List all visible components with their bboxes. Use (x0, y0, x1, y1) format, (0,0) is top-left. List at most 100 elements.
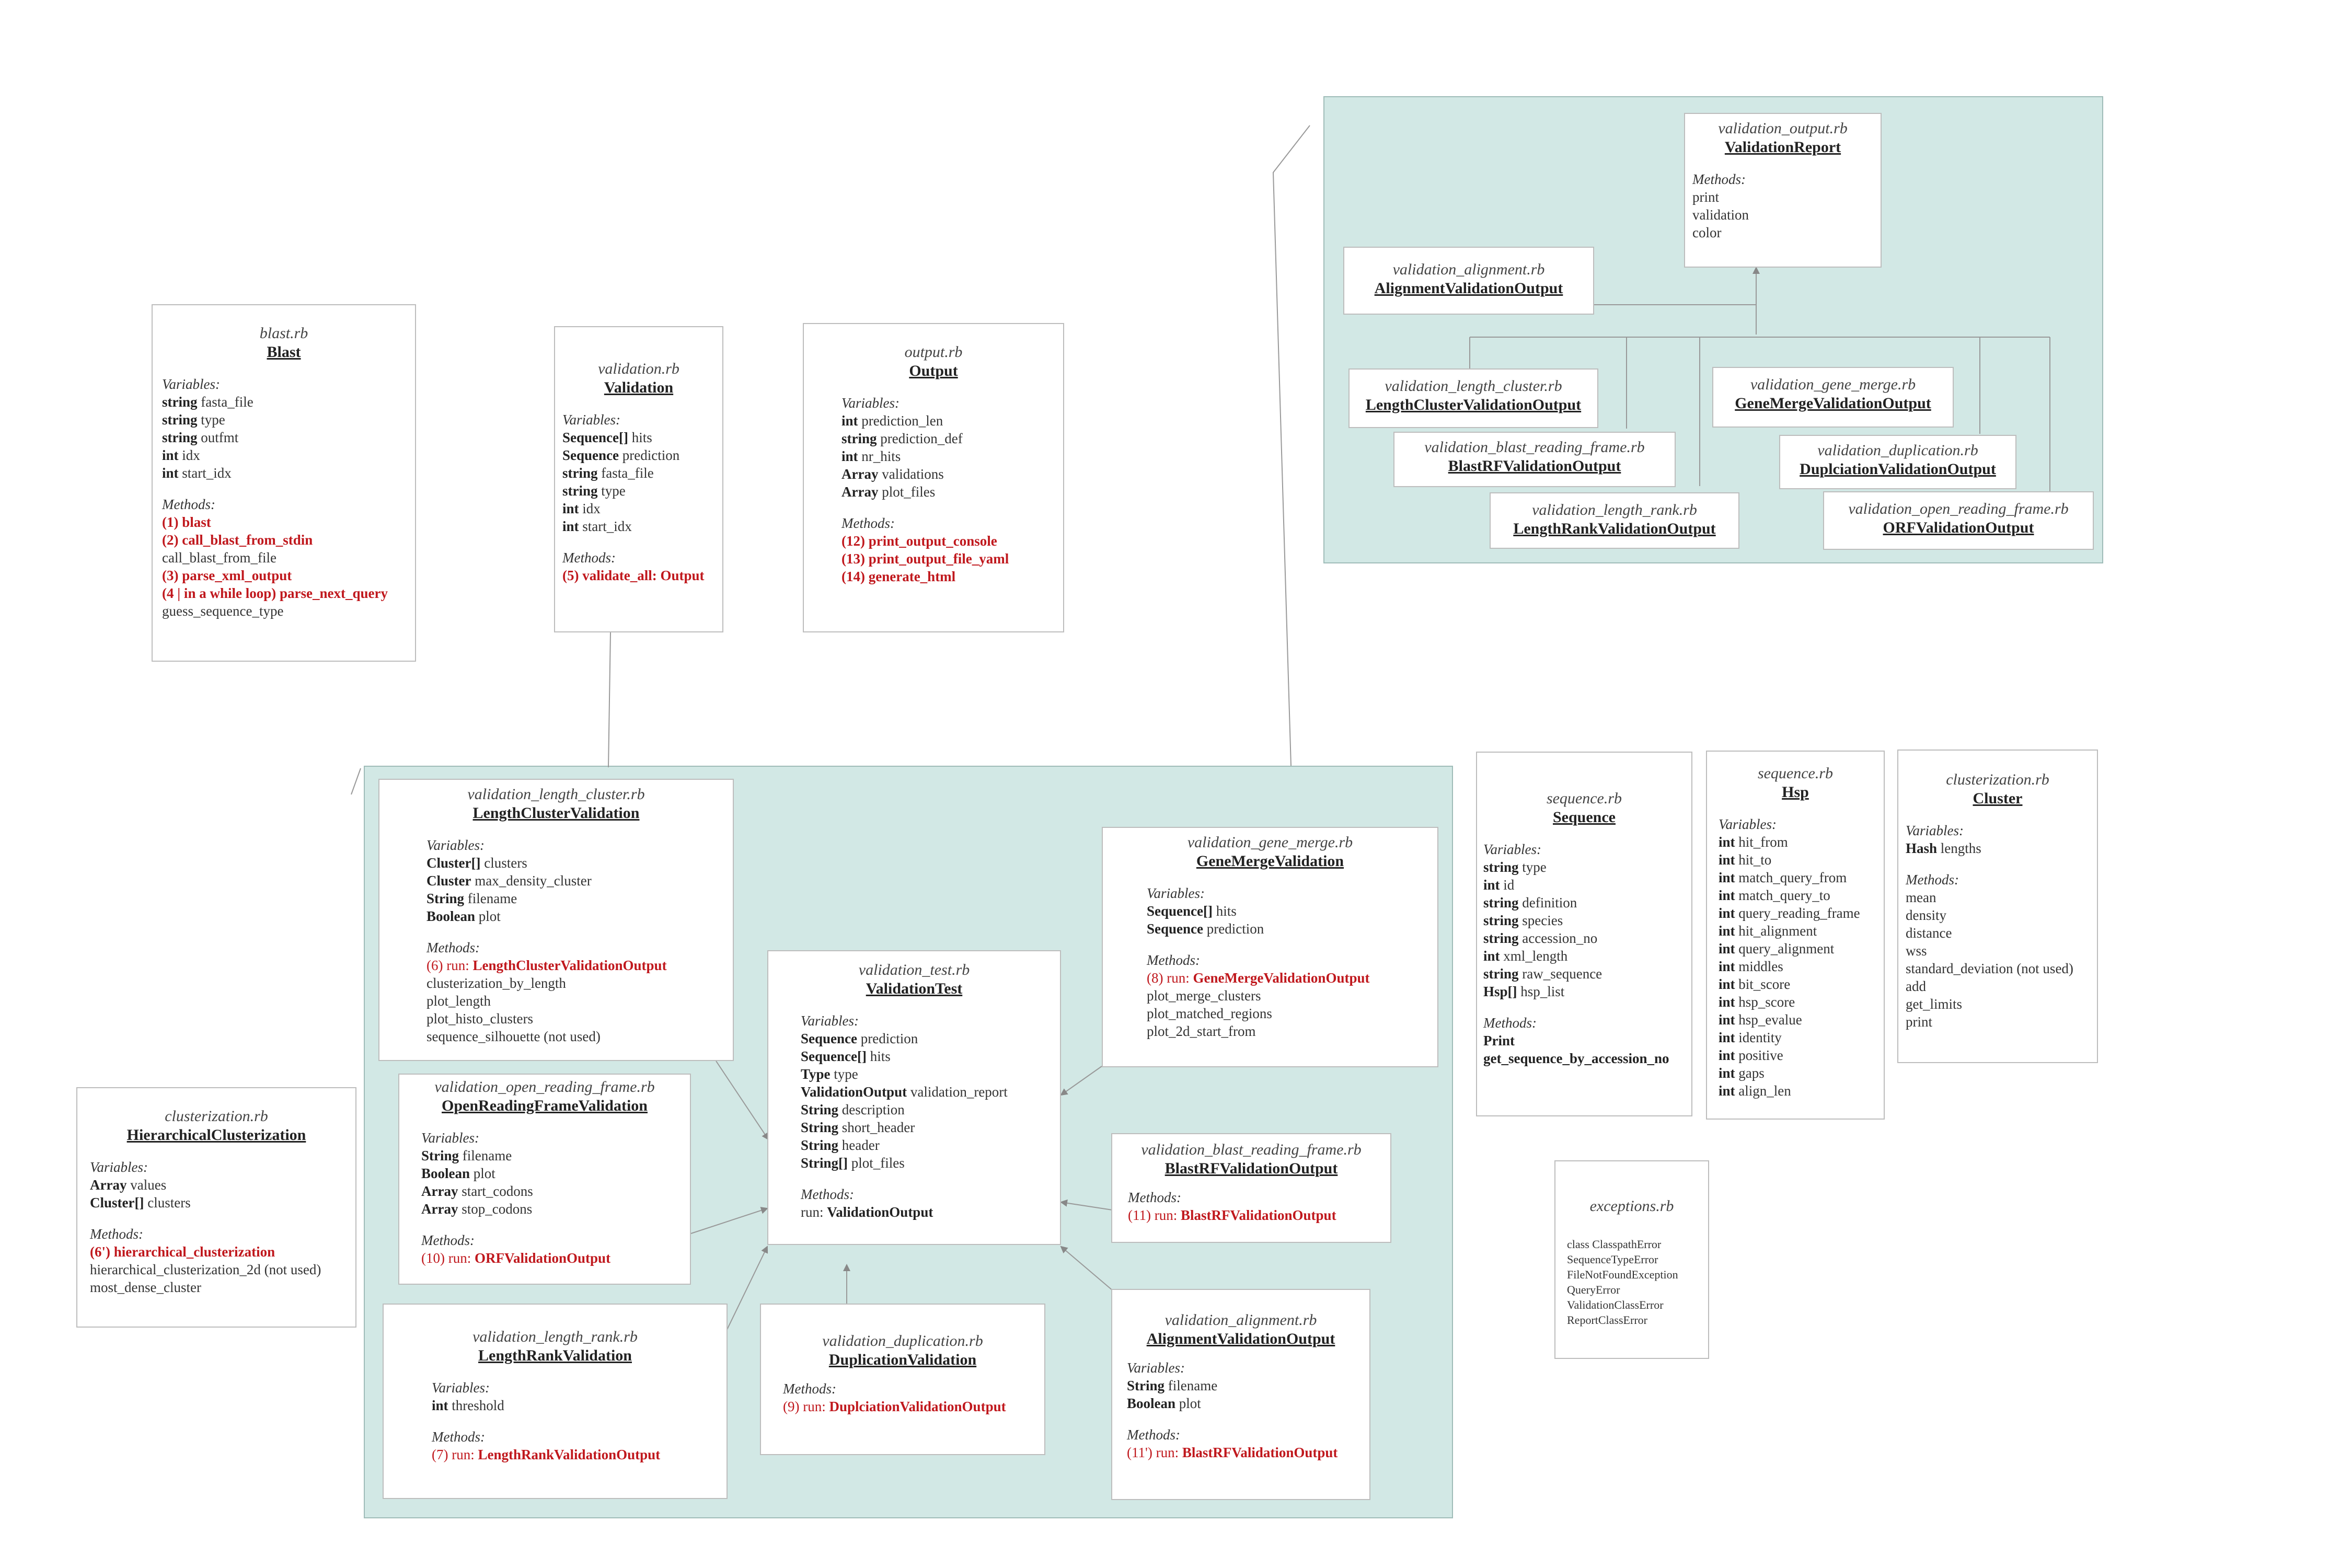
variables-label: Variables: (432, 1380, 490, 1396)
connector-output-region (1272, 125, 1310, 766)
variable-item: string definition (1483, 895, 1577, 910)
class-blast-rf-validation: validation_blast_reading_frame.rb BlastR… (1111, 1133, 1391, 1243)
variables-label: Variables: (1906, 823, 1964, 838)
method-item: clusterization_by_length (426, 975, 566, 991)
class-name: AlignmentValidationOutput (1146, 1330, 1335, 1347)
class-output: output.rb Output Variables: int predicti… (803, 323, 1064, 632)
variable-item: String short_header (801, 1120, 915, 1135)
file-name: validation_length_cluster.rb (1385, 377, 1562, 395)
variables-label: Variables: (562, 412, 620, 428)
file-name: clusterization.rb (165, 1108, 268, 1125)
variable-item: Cluster[] clusters (90, 1195, 191, 1210)
class-name: ValidationReport (1724, 139, 1841, 156)
class-length-rank-validation: validation_length_rank.rb LengthRankVali… (383, 1304, 728, 1499)
method-item: (2) call_blast_from_stdin (162, 532, 313, 548)
file-name: validation_open_reading_frame.rb (1848, 500, 2069, 517)
method-item: (6') hierarchical_clusterization (90, 1244, 275, 1260)
method-item: (3) parse_xml_output (162, 568, 292, 583)
file-name: output.rb (904, 343, 963, 361)
file-name: sequence.rb (1757, 765, 1834, 782)
file-name: exceptions.rb (1589, 1197, 1674, 1215)
method-item: (14) generate_html (841, 569, 956, 584)
variable-item: Array plot_files (841, 484, 936, 500)
file-name: validation_length_rank.rb (1532, 501, 1697, 518)
variables-label: Variables: (421, 1130, 479, 1146)
file-name: validation_alignment.rb (1392, 261, 1545, 278)
arrow-gene-merge (1060, 1066, 1102, 1096)
run-method: (8) run: GeneMergeValidationOutput (1147, 970, 1370, 986)
variable-item: Array stop_codons (421, 1201, 533, 1217)
class-length-cluster-validation-output: validation_length_cluster.rb LengthClust… (1348, 368, 1598, 428)
method-item: most_dense_cluster (90, 1279, 201, 1295)
variable-item: int prediction_len (841, 413, 943, 429)
exception-item: ReportClassError (1567, 1313, 1647, 1327)
variable-item: int xml_length (1483, 948, 1568, 964)
variable-item: String[] plot_files (801, 1155, 905, 1171)
class-alignment-validation-output: validation_alignment.rb AlignmentValidat… (1343, 247, 1594, 315)
variable-item: int threshold (432, 1398, 504, 1413)
exception-item: class ClasspathError (1567, 1238, 1662, 1251)
arrow-length-cluster (716, 1060, 769, 1140)
variable-item: Sequence prediction (801, 1031, 918, 1046)
class-name: DuplicationValidation (828, 1351, 977, 1368)
methods-label: Methods: (1692, 171, 1746, 187)
variable-item: int hit_alignment (1719, 923, 1817, 939)
methods-label: Methods: (841, 515, 895, 531)
run-method: run: ValidationOutput (801, 1204, 933, 1220)
variables-label: Variables: (1127, 1360, 1185, 1376)
class-validation: validation.rb Validation Variables: Sequ… (554, 326, 723, 632)
file-name: sequence.rb (1546, 790, 1622, 807)
class-name: GeneMergeValidation (1196, 852, 1344, 870)
variable-item: int nr_hits (841, 448, 901, 464)
run-method: (7) run: LengthRankValidationOutput (432, 1447, 661, 1462)
variable-item: int identity (1719, 1030, 1782, 1045)
file-name: validation_length_cluster.rb (467, 786, 645, 803)
connector-left-tick (351, 768, 361, 795)
method-item: (1) blast (162, 514, 211, 530)
methods-list: (5) validate_all: Output (562, 567, 715, 584)
class-name: Output (909, 362, 958, 379)
class-name: Hsp (1782, 783, 1809, 801)
method-item: call_blast_from_file (162, 550, 276, 566)
variables-list: int threshold (432, 1397, 719, 1414)
variables-label: Variables: (841, 395, 900, 411)
variables-label: Variables: (426, 837, 485, 853)
variable-item: Sequence prediction (562, 447, 680, 463)
methods-label: Methods: (162, 497, 215, 512)
file-name: validation_open_reading_frame.rb (434, 1078, 655, 1096)
file-name: blast.rb (259, 325, 308, 342)
variable-item: Sequence prediction (1147, 921, 1264, 937)
variable-item: Array values (90, 1177, 167, 1193)
variable-item: Boolean plot (421, 1166, 495, 1181)
variable-item: int middles (1719, 959, 1783, 974)
methods-label: Methods: (801, 1186, 854, 1202)
class-gene-merge-validation-output: validation_gene_merge.rb GeneMergeValida… (1712, 367, 1954, 428)
class-name: HierarchicalClusterization (126, 1126, 306, 1144)
variable-item: String description (801, 1102, 905, 1117)
variable-item: ValidationOutput validation_report (801, 1084, 1008, 1100)
variable-item: Cluster max_density_cluster (426, 873, 592, 889)
class-alignment-validation: validation_alignment.rb AlignmentValidat… (1111, 1289, 1370, 1500)
class-name: Blast (267, 343, 301, 361)
variable-item: String filename (426, 891, 517, 906)
variables-label: Variables: (1719, 816, 1777, 832)
method-item: (5) validate_all: Output (562, 568, 705, 583)
class-name: LengthRankValidationOutput (1513, 520, 1716, 537)
variable-item: int bit_score (1719, 976, 1791, 992)
file-name: validation_duplication.rb (1817, 442, 1978, 459)
variable-item: Boolean plot (1127, 1396, 1201, 1411)
file-name: validation_length_rank.rb (472, 1328, 638, 1345)
class-duplication-validation: validation_duplication.rb DuplicationVal… (760, 1304, 1045, 1455)
variable-item: string type (1483, 859, 1547, 875)
variable-item: int align_len (1719, 1083, 1791, 1099)
class-blast: blast.rb Blast Variables: string fasta_f… (152, 304, 416, 662)
class-sequence: sequence.rb Sequence Variables: string t… (1476, 752, 1692, 1116)
methods-label: Methods: (1128, 1190, 1181, 1205)
